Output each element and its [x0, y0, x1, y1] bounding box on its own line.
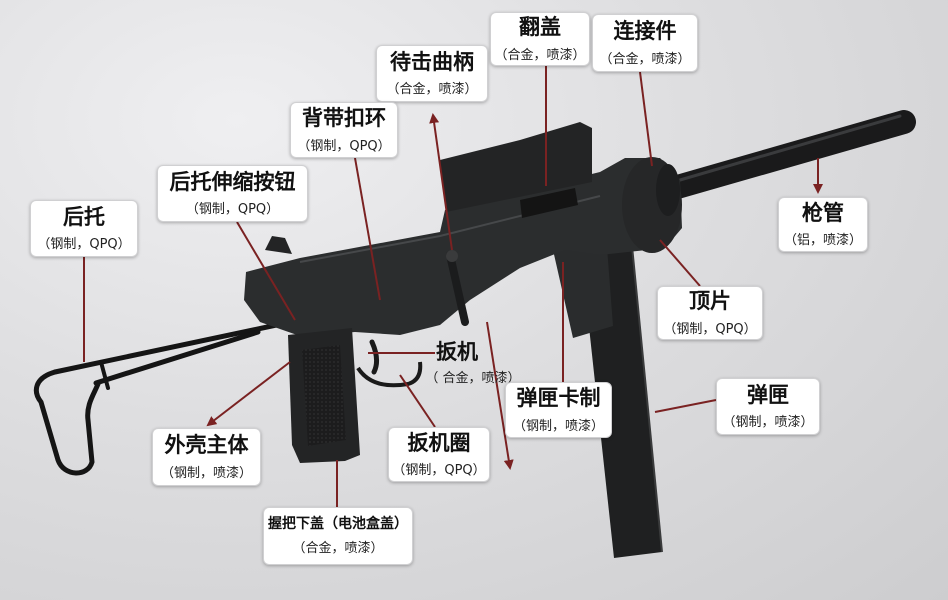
ejection-cover [440, 122, 592, 212]
leader-extra-arrow [486, 321, 514, 470]
stock-upper-rod [52, 317, 303, 375]
label-title: 外壳主体 [164, 433, 249, 458]
label-title: 握把下盖（电池盒盖） [268, 516, 408, 533]
ejection-port [520, 188, 578, 218]
leader-stock-button [236, 221, 296, 321]
label-title: 连接件 [613, 19, 677, 44]
label-material: （合金，喷漆） [386, 82, 478, 98]
leader-crank [429, 113, 453, 251]
magazine-edge [631, 245, 663, 553]
label-cocking-crank: 待击曲柄 （合金，喷漆） [376, 45, 488, 102]
label-barrel: 枪管 （铝，喷漆） [778, 197, 868, 252]
label-material: （钢制，QPQ） [37, 237, 131, 253]
label-trigger: 扳机 （ 合金，喷漆） [418, 338, 528, 388]
leader-connector [639, 71, 653, 167]
label-title: 待击曲柄 [390, 49, 474, 74]
label-material: （合金，喷漆） [494, 47, 586, 63]
label-stock: 后托 （钢制，QPQ） [30, 200, 138, 257]
label-material: （ 合金，喷漆） [425, 370, 521, 386]
label-main-housing: 外壳主体 （钢制，喷漆） [152, 428, 261, 486]
label-title: 后托 [63, 204, 105, 229]
stock-butt-loop [33, 369, 101, 476]
stock-lower-rod [93, 329, 261, 386]
label-material: （钢制，QPQ） [297, 138, 391, 154]
trigger-guard [356, 361, 423, 388]
label-title: 扳机圈 [407, 430, 471, 455]
label-material: （合金，喷漆） [292, 540, 384, 556]
label-material: （钢制，喷漆） [512, 418, 604, 434]
label-magazine: 弹匣 （钢制，喷漆） [716, 378, 820, 435]
label-stock-release-button: 后托伸缩按钮 （钢制，QPQ） [157, 165, 308, 222]
label-title: 背带扣环 [302, 106, 386, 131]
leader-sling [354, 157, 381, 301]
leader-shell [206, 361, 291, 427]
leader-top-plate [659, 239, 701, 287]
label-title: 弹匣卡制 [516, 386, 601, 411]
label-grip-bottom-cover: 握把下盖（电池盒盖） （合金，喷漆） [263, 507, 413, 565]
barrel-highlight [678, 114, 902, 182]
leader-trigger-guard [399, 374, 436, 428]
grip-panel [302, 345, 346, 446]
label-top-cover: 翻盖 （合金，喷漆） [490, 12, 590, 66]
label-sling-swivel: 背带扣环 （钢制，QPQ） [290, 102, 398, 158]
label-material: （钢制，QPQ） [663, 321, 757, 337]
label-material: （钢制，喷漆） [160, 465, 252, 481]
label-material: （钢制，喷漆） [722, 415, 814, 431]
label-material: （钢制，QPQ） [185, 202, 280, 218]
label-title: 翻盖 [519, 15, 561, 40]
leader-magazine [654, 399, 717, 413]
crank-pivot [446, 250, 458, 262]
barrel-collar [656, 164, 680, 216]
label-magazine-catch: 弹匣卡制 （钢制，喷漆） [505, 382, 612, 438]
label-title: 弹匣 [747, 382, 789, 407]
label-material: （合金，喷漆） [599, 51, 691, 67]
label-trigger-guard: 扳机圈 （钢制，QPQ） [388, 427, 490, 482]
stock-hook [99, 360, 110, 390]
label-title: 枪管 [802, 200, 844, 225]
label-material: （钢制，QPQ） [392, 463, 486, 479]
barrel [648, 110, 916, 204]
label-title: 扳机 [436, 340, 478, 365]
label-title: 顶片 [689, 289, 731, 314]
label-material: （铝，喷漆） [783, 233, 862, 249]
label-connector: 连接件 （合金，喷漆） [592, 14, 698, 72]
magazine-well [553, 234, 613, 338]
label-title: 后托伸缩按钮 [169, 169, 296, 194]
cocking-crank [446, 251, 469, 326]
trigger [369, 339, 380, 375]
label-top-plate: 顶片 （钢制，QPQ） [657, 286, 763, 340]
rear-sight [265, 236, 292, 254]
